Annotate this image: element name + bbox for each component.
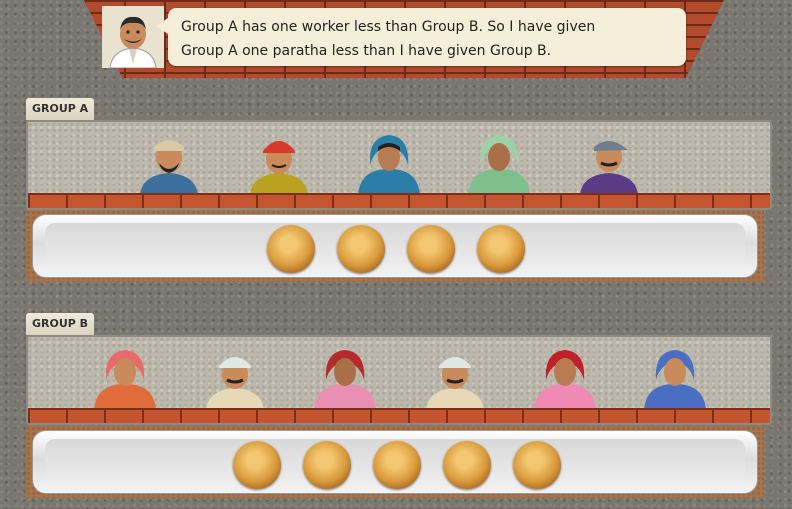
worker-icon <box>94 350 156 410</box>
worker-icon <box>426 357 484 410</box>
group-a-tab: GROUP A <box>26 98 95 120</box>
worker-icon <box>580 141 638 195</box>
speech-bubble: Group A has one worker less than Group B… <box>156 8 686 66</box>
dialog-line-2: Group A one paratha less than I have giv… <box>181 43 552 59</box>
group-b-plate-tray <box>26 426 764 498</box>
group-b-workers-panel <box>26 335 772 425</box>
paratha-icon <box>407 225 455 273</box>
paratha-icon <box>303 441 351 489</box>
group-a-workers-panel <box>26 120 772 210</box>
worker-icon <box>250 141 308 195</box>
group-a-plate-tray <box>26 210 764 282</box>
worker-icon <box>206 357 264 410</box>
paratha-icon <box>443 441 491 489</box>
worker-icon <box>314 350 376 410</box>
worker-icon <box>534 350 596 410</box>
worker-icon <box>468 135 530 195</box>
worker-icon <box>140 140 198 195</box>
worker-icon <box>358 135 420 195</box>
brick-ledge <box>28 193 770 208</box>
paratha-icon <box>267 225 315 273</box>
paratha-icon <box>337 225 385 273</box>
narrator-avatar <box>102 6 164 68</box>
paratha-icon <box>513 441 561 489</box>
dialog-line-1: Group A has one worker less than Group B… <box>181 19 596 35</box>
worker-icon <box>644 350 706 410</box>
group-b-tab: GROUP B <box>26 313 95 335</box>
paratha-icon <box>233 441 281 489</box>
group-a-plate <box>32 214 758 278</box>
paratha-icon <box>373 441 421 489</box>
brick-ledge <box>28 408 770 423</box>
paratha-icon <box>477 225 525 273</box>
group-b-plate <box>32 430 758 494</box>
